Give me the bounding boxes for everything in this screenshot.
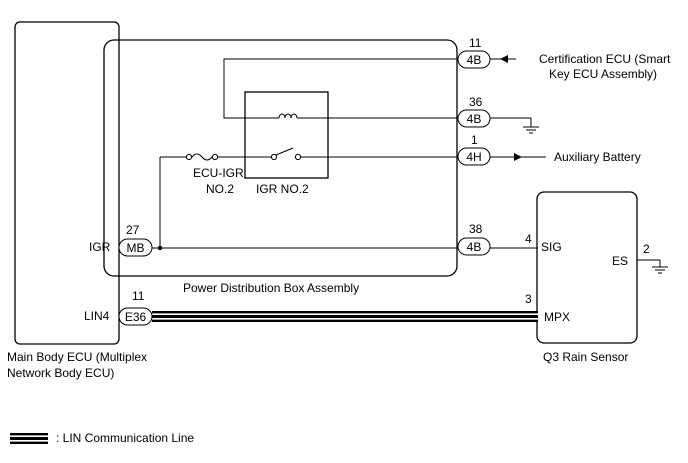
cert-ecu-label-line2: Key ECU Assembly) bbox=[549, 67, 657, 81]
arrow-icon bbox=[514, 153, 522, 161]
relay-label: IGR NO.2 bbox=[256, 182, 309, 196]
legend-label: : LIN Communication Line bbox=[56, 431, 194, 445]
connector-name: E36 bbox=[125, 310, 147, 324]
fuse-label-line2: NO.2 bbox=[206, 182, 234, 196]
wire-cert-ecu-to-coil bbox=[223, 58, 457, 119]
relay-coil bbox=[278, 113, 298, 119]
legend-lin-swatch bbox=[10, 433, 48, 444]
connector-mb: MB 27 bbox=[118, 223, 153, 257]
connector-4b-11: 4B 11 bbox=[457, 36, 491, 69]
pin-label-sig: SIG bbox=[541, 240, 562, 254]
connector-name: 4B bbox=[467, 53, 482, 67]
ground-icon bbox=[523, 126, 539, 134]
pin-number-es: 2 bbox=[643, 242, 650, 256]
relay-switch-terminal-left bbox=[270, 153, 278, 161]
cert-ecu-label-line1: Certification ECU (Smart bbox=[539, 52, 671, 66]
main-ecu-label-line2: Network Body ECU) bbox=[7, 366, 114, 380]
pin-number-mpx: 3 bbox=[525, 292, 532, 306]
fuse-icon bbox=[191, 153, 213, 161]
arrow-icon bbox=[500, 55, 508, 63]
junction-dot bbox=[157, 245, 163, 251]
main-ecu-label-line1: Main Body ECU (Multiplex bbox=[7, 350, 147, 364]
fuse-label-line1: ECU-IGR bbox=[193, 166, 244, 180]
pin-label-igr: IGR bbox=[89, 240, 111, 254]
relay-switch-contact bbox=[275, 147, 294, 156]
rain-sensor-box bbox=[536, 191, 638, 344]
power-box-label: Power Distribution Box Assembly bbox=[183, 281, 359, 295]
connector-pin: 1 bbox=[471, 133, 478, 147]
ground-icon bbox=[652, 266, 668, 274]
rain-sensor-label: Q3 Rain Sensor bbox=[543, 350, 628, 364]
lin-communication-line bbox=[152, 311, 538, 322]
connector-name: MB bbox=[127, 241, 145, 255]
relay-switch-terminal-right bbox=[294, 153, 302, 161]
pin-number-sig: 4 bbox=[525, 232, 532, 246]
pin-label-es: ES bbox=[612, 254, 628, 268]
connector-pin: 27 bbox=[126, 223, 140, 237]
pin-label-mpx: MPX bbox=[544, 310, 570, 324]
connector-pin: 36 bbox=[469, 95, 483, 109]
connector-pin: 11 bbox=[469, 36, 482, 50]
fuse-terminal-left bbox=[185, 153, 193, 161]
igr-relay-box bbox=[244, 91, 329, 179]
power-distribution-box bbox=[103, 39, 458, 277]
aux-battery-label: Auxiliary Battery bbox=[554, 150, 641, 164]
connector-e36: E36 11 bbox=[118, 289, 153, 326]
fuse-terminal-right bbox=[211, 153, 219, 161]
main-body-ecu-box bbox=[14, 21, 120, 345]
connector-4b-38: 4B 38 bbox=[457, 222, 491, 256]
connector-4h-1: 4H 1 bbox=[457, 133, 491, 166]
connector-4b-36: 4B 36 bbox=[457, 95, 491, 128]
connector-name: 4B bbox=[467, 240, 482, 254]
connector-name: 4B bbox=[467, 112, 482, 126]
pin-label-lin4: LIN4 bbox=[84, 309, 110, 323]
connector-pin: 11 bbox=[132, 289, 145, 303]
connector-pin: 38 bbox=[469, 222, 483, 236]
connector-name: 4H bbox=[466, 150, 481, 164]
